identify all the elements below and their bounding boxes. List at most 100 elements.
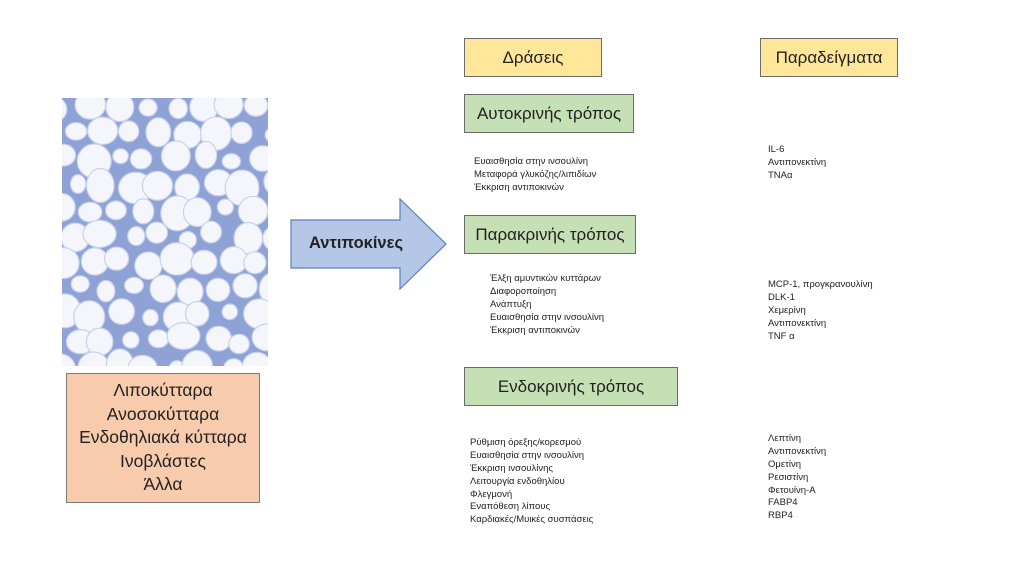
arrow-label: Αντιποκίνες (308, 234, 404, 252)
adipocyte-shape (205, 277, 231, 303)
adipocyte-shape (129, 148, 153, 170)
adipocyte-shape (112, 148, 129, 165)
adipocyte-shape (194, 140, 218, 169)
action-item: Έκκριση ινσουλίνης (470, 462, 553, 474)
action-item: Καρδιακές/Μυικές συσπάσεις (470, 514, 594, 526)
adipocyte-shape (190, 249, 218, 275)
adipocyte-shape (223, 358, 244, 366)
adipocyte-shape (243, 98, 268, 117)
endocrine-actions-list: Ρύθμιση όρεξης/κορεσμού Ευαισθησία στην … (470, 437, 593, 527)
cell-types-box: Λιποκύτταρα Ανοσοκύτταρα Ενδοθηλιακά κύτ… (66, 373, 260, 503)
adipocyte-shape (62, 143, 77, 167)
adipocyte-shape (127, 226, 146, 247)
adipocyte-shape (221, 153, 242, 170)
example-item: Αντιπονεκτίνη (768, 317, 827, 329)
adipocyte-shape (263, 170, 268, 193)
adipocyte-shape (145, 117, 172, 148)
adipocyte-shape (219, 246, 248, 275)
adipocyte-shape (200, 220, 223, 244)
adipocyte-shape (103, 246, 130, 271)
adipocyte-shape (205, 325, 232, 352)
adipocyte-shape (221, 303, 239, 321)
action-item: Ευαισθησία στην ινσουλίνη (474, 156, 589, 167)
adipocyte-shape (122, 331, 140, 349)
example-item: Ομετίνη (768, 458, 801, 470)
adipocyte-shape (159, 242, 195, 276)
adipocyte-shape (62, 192, 76, 222)
adipocyte-shape (82, 219, 117, 249)
adipocyte-shape (85, 327, 114, 357)
autocrine-actions-list: Ευαισθησία στην ινσουλίνη Μεταφορά γλυκό… (474, 156, 596, 195)
adipocyte-shape (69, 174, 87, 194)
action-item: Φλεγμονή (470, 488, 513, 500)
adipocyte-shape (138, 98, 158, 117)
adipocyte-shape (132, 198, 155, 225)
action-item: Ευαισθησία στην ινσουλίνη (470, 449, 585, 461)
adipocyte-shape (232, 273, 258, 299)
adipocyte-shape (142, 308, 159, 327)
action-item: Έλξη αμυντικών κυττάρων (490, 273, 601, 284)
adipocyte-shape (160, 140, 191, 172)
example-item: IL-6 (768, 144, 785, 155)
autocrine-examples-list: IL-6 Αντιπονεκτίνη TNAα (768, 144, 826, 183)
adipocyte-shape (70, 275, 90, 293)
paracrine-actions-list: Έλξη αμυντικών κυττάρων Διαφοροποίηση Αν… (490, 273, 604, 337)
cell-type-label: Ινοβλάστες (120, 450, 206, 471)
adipocyte-shape (62, 99, 68, 120)
adipocyte-shape (108, 298, 136, 325)
adipose-tissue-micrograph (62, 98, 268, 366)
endocrine-examples-list: Λεπτίνη Αντιπονεκτίνη Ομετίνη Ρεσιστίνη … (768, 433, 826, 523)
adipocyte-shape (85, 167, 115, 204)
adipocyte-shape (117, 120, 140, 143)
adipocyte-shape (86, 116, 119, 146)
adipocyte-shape (168, 98, 189, 120)
paracrine-mode-box: Παρακρινής τρόπος (464, 215, 636, 254)
adipocyte-shape (64, 122, 88, 141)
adipocyte-shape (127, 354, 158, 366)
example-item: Αντιπονεκτίνη (768, 445, 827, 457)
adipocyte-shape (182, 197, 212, 228)
cell-type-label: Ανοσοκύτταρα (106, 403, 220, 424)
adipocyte-shape (123, 276, 145, 295)
action-item: Έκκριση αντιποκινών (490, 324, 580, 336)
adipocyte-shape (141, 170, 174, 201)
adipocyte-shape (216, 198, 234, 216)
paracrine-examples-list: MCP-1, προγκρανουλίνη DLK-1 Χεμερίνη Αντ… (768, 279, 873, 343)
examples-header: Παραδείγματα (760, 38, 898, 77)
example-item: Χεμερίνη (768, 304, 806, 316)
action-item: Διαφοροποίηση (490, 285, 557, 297)
example-item: TNF α (768, 330, 795, 342)
adipocyte-shape (237, 195, 268, 226)
action-item: Ευαισθησία στην ινσουλίνη (490, 311, 605, 323)
action-item: Μεταφορά γλυκόζης/λιπιδίων (474, 168, 597, 180)
example-item: Ρεσιστίνη (768, 471, 809, 483)
adipocyte-shape (134, 251, 163, 280)
autocrine-mode-box: Αυτοκρινής τρόπος (464, 94, 634, 133)
action-item: Ρύθμιση όρεξης/κορεσμού (470, 437, 582, 448)
adipocyte-shape (262, 227, 268, 250)
example-item: RBP4 (768, 510, 793, 522)
endocrine-mode-box: Ενδοκρινής τρόπος (464, 367, 678, 406)
adipocyte-shape (243, 251, 267, 275)
adipocyte-shape (96, 279, 116, 303)
adipocyte-shape (230, 121, 253, 145)
cell-type-label: Ενδοθηλιακά κύτταρα (79, 427, 247, 448)
action-item: Λειτουργία ενδοθηλίου (470, 475, 565, 487)
adipocyte-shape (104, 200, 127, 221)
example-item: Φετουίνη-Α (768, 484, 816, 496)
example-item: DLK-1 (768, 291, 795, 303)
adipocyte-shape (145, 221, 169, 244)
adipocyte-shape (105, 98, 135, 123)
example-item: TNAα (768, 169, 793, 181)
cell-type-label: Άλλα (143, 474, 183, 495)
adipocyte-shape (168, 360, 186, 366)
example-item: MCP-1, προγκρανουλίνη (768, 279, 873, 290)
actions-header: Δράσεις (464, 38, 602, 77)
action-item: Εναπόθεση λίπους (470, 501, 551, 513)
adipocyte-shape (77, 201, 103, 223)
adipocyte-shape (77, 351, 110, 366)
adipocyte-shape (181, 349, 214, 366)
adipocyte-shape (149, 274, 177, 304)
adipocyte-shape (251, 323, 268, 352)
adipocyte-shape (62, 247, 80, 280)
